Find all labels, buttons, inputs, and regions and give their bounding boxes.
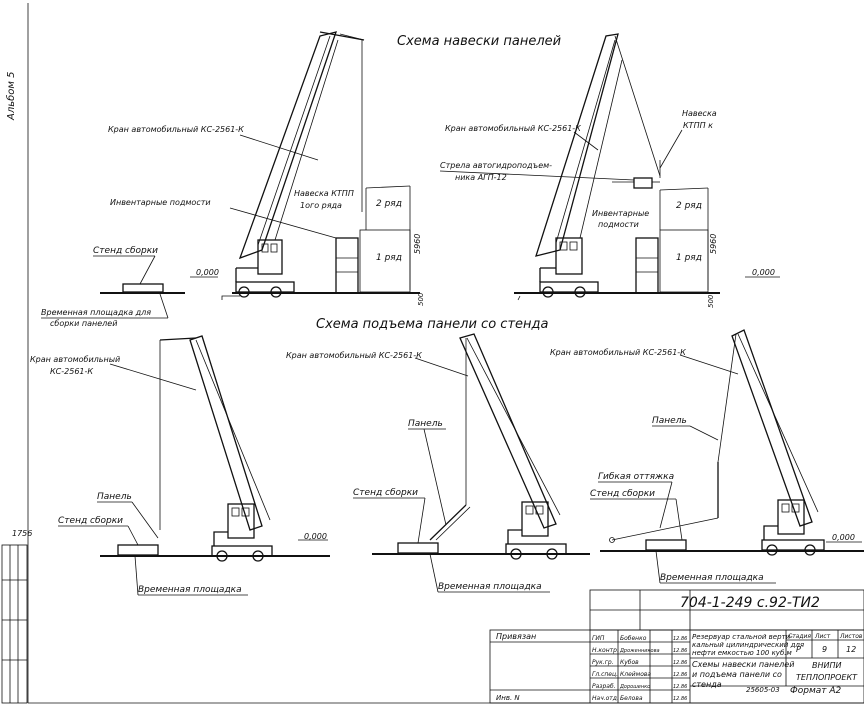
margin-number: 1756 [12, 529, 32, 538]
stamp-date: 12.86 [673, 672, 687, 678]
crane-label-c: Кран автомобильный КС-2561-К [550, 348, 686, 357]
stamp-name: Дорошенко [619, 684, 650, 690]
panel-label-b: Панель [408, 419, 443, 429]
stand-bottom-c [645, 539, 687, 551]
stamp-lists: 12 [846, 645, 856, 654]
stamp-privyazan: Привязан [496, 632, 536, 641]
first-row-label-top-left: 1ого ряда [300, 201, 342, 210]
bottom-code: 25605-03 [746, 686, 780, 694]
panel-label-a: Панель [97, 492, 132, 502]
level-bottom-a: 0,000 [304, 532, 327, 541]
stamp-lists-header: Листов [839, 633, 863, 640]
album-label: Альбом 5 [5, 72, 17, 122]
stamp-roles: ГИП Н.контр. Рук.гр. Гл.спец. Разраб. На… [592, 635, 619, 702]
stamp-date: 12.86 [673, 636, 687, 642]
title-block [489, 589, 864, 704]
row1-top-left: 1 ряд [376, 253, 402, 263]
format-label: Формат А2 [790, 686, 842, 696]
temp-label-b: Временная площадка [438, 582, 542, 592]
stamp-sheet-title-3: стенда [692, 680, 722, 689]
stamp-desc-2: кальный цилиндрический для [692, 641, 804, 649]
temp-label-c: Временная площадка [660, 573, 764, 583]
stand-top-left [100, 283, 185, 294]
stamp-date: 12.86 [673, 684, 687, 690]
stand-bottom-b [397, 542, 439, 554]
crane-top-left [221, 31, 365, 300]
stamp-name: Бобенко [620, 635, 647, 642]
stamp-name: Белова [620, 695, 643, 702]
row2-top-left: 2 ряд [376, 199, 402, 209]
stand-label-a: Стенд сборки [58, 516, 123, 526]
panel-label-c: Панель [652, 416, 687, 426]
stamp-name: Клеймова [620, 671, 651, 678]
sling-line [611, 517, 719, 541]
scaffold-label-top-right-1: Инвентарные [592, 209, 649, 218]
stamp-stage: Р [796, 645, 801, 654]
row1-top-right: 1 ряд [676, 253, 702, 263]
level-top-right: 0,000 [752, 268, 775, 277]
crane-label-top-left: Кран автомобильный КС-2561-К [108, 125, 244, 134]
stamp-name: Кубов [620, 659, 639, 666]
stamp-name: Дроженникова [619, 648, 660, 654]
temp-area-label-1: Временная площадка для [41, 308, 151, 317]
stamp-org-2: ТЕПЛОПРОЕКТ [796, 673, 858, 682]
boom-lift-label-1: Стрела автогидроподъем- [440, 161, 552, 170]
stamp-stage-header: Стадия [788, 633, 811, 640]
stamp-role: ГИП [592, 635, 605, 642]
stamp-org-1: ВНИПИ [812, 661, 842, 670]
stamp-desc-1: Резервуар стальной верти- [692, 633, 793, 641]
dim-500-top-right: 500 [707, 294, 715, 308]
panel-bottom-b [429, 504, 467, 541]
height-dim-top-right: 5960 [709, 234, 718, 254]
stamp-desc-3: нефти емкостью 100 куб.м [692, 649, 792, 657]
crane-bottom-b [459, 333, 567, 560]
stamp-date: 12.86 [673, 696, 687, 702]
doc-code: 704-1-249 с.92-ТИ2 [680, 595, 820, 611]
crane-bottom-c [717, 329, 825, 556]
stamp-date: 12.86 [673, 660, 687, 666]
temp-area-label-2: сборки панелей [50, 319, 117, 328]
panel-stack-top-right [635, 160, 709, 294]
stamp-role: Рук.гр. [592, 659, 614, 666]
stamp-date: 12.86 [673, 648, 687, 654]
height-dim-top-left: 5960 [413, 234, 422, 254]
crane-label-top-right: Кран автомобильный КС-2561-К [445, 124, 581, 133]
level-top-left: 0,000 [196, 268, 219, 277]
stamp-role: Н.контр. [592, 647, 619, 654]
stand-label-b: Стенд сборки [353, 488, 418, 498]
sling-label-c: Гибкая оттяжка [598, 472, 674, 482]
stamp-role: Нач.отд. [592, 695, 619, 702]
stand-bottom-a [117, 544, 159, 556]
section2-title: Схема подъема панели со стенда [316, 317, 548, 332]
stamp-list-header: Лист [814, 633, 831, 640]
crane-label-a-1: Кран автомобильный [30, 355, 120, 364]
aerial-platform-top-right [612, 177, 660, 189]
stand-label-top-left: Стенд сборки [93, 246, 158, 256]
stamp-role: Гл.спец. [592, 671, 618, 678]
dim-500-top-left: 500 [417, 292, 425, 306]
temp-label-a: Временная площадка [138, 585, 242, 595]
margin-strip [1, 544, 28, 704]
hang-label-top-right-2: КТПП к [683, 121, 713, 130]
crane-label-b: Кран автомобильный КС-2561-К [286, 351, 422, 360]
level-bottom-c: 0,000 [832, 533, 855, 542]
stamp-role: Разраб. [592, 683, 616, 690]
stamp-sheet-title-2: и подъема панели со [692, 670, 782, 679]
crane-label-a-2: КС-2561-К [50, 367, 93, 376]
crane-bottom-a [159, 335, 273, 562]
stamp-dates: 12.86 12.86 12.86 12.86 12.86 12.86 [673, 636, 687, 702]
hang-label-top-right-1: Навеска [682, 109, 717, 118]
boom-lift-label-2: ника АГП-12 [455, 173, 507, 182]
section1-title: Схема навески панелей [397, 34, 561, 49]
stamp-inv: Инв. N [496, 694, 520, 702]
stamp-list: 9 [822, 645, 827, 654]
stand-label-c: Стенд сборки [590, 489, 655, 499]
scaffold-label-top-right-2: подмости [598, 220, 639, 229]
stamp-names: Бобенко Дроженникова Кубов Клеймова Доро… [619, 635, 660, 702]
row2-top-right: 2 ряд [676, 201, 702, 211]
scaffold-label-top-left: Инвентарные подмости [110, 198, 211, 207]
hang-label-top-left: Навеска КТПП [294, 189, 354, 198]
stamp-sheet-title-1: Схемы навески панелей [692, 660, 794, 669]
